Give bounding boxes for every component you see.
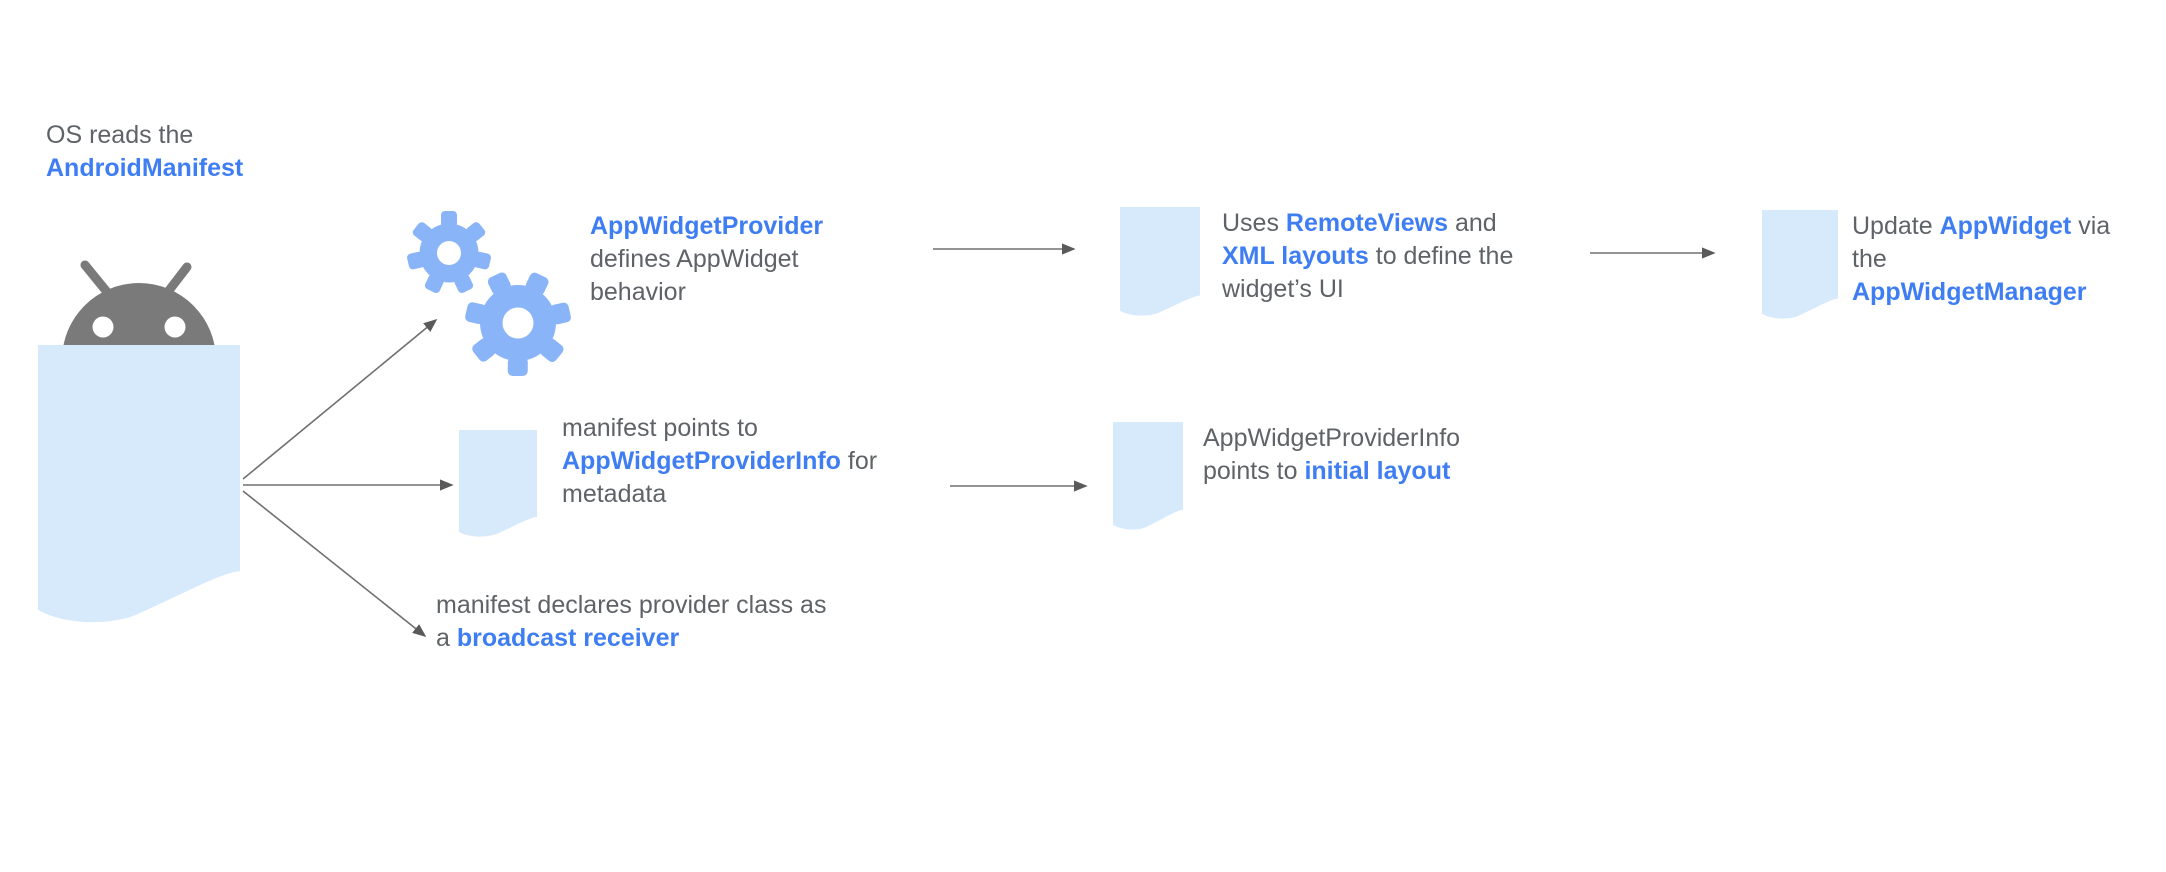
text-line: AppWidgetProviderInfo bbox=[1203, 422, 1460, 455]
text-segment: defines AppWidget bbox=[590, 245, 799, 273]
text-segment: metadata bbox=[562, 480, 667, 508]
os-reads-label: OS reads the AndroidManifest bbox=[46, 119, 243, 185]
text-segment: and bbox=[1448, 209, 1497, 237]
text-line: Uses RemoteViews and bbox=[1222, 207, 1513, 240]
arrow-manifest-to-broadcast bbox=[242, 490, 427, 637]
provider-behavior-label: AppWidgetProvider defines AppWidget beha… bbox=[590, 210, 823, 309]
arrow-manifest-to-gears bbox=[242, 318, 438, 480]
text-segment: RemoteViews bbox=[1285, 209, 1449, 237]
gears-icon bbox=[407, 211, 571, 377]
text-line: metadata bbox=[562, 478, 877, 511]
robot-eye-left bbox=[92, 316, 114, 338]
text-segment: Uses bbox=[1222, 209, 1286, 237]
update-appwidget-label: Update AppWidget via the AppWidgetManage… bbox=[1852, 210, 2110, 309]
text-line: XML layouts to define the bbox=[1222, 240, 1513, 273]
broadcast-receiver-label: manifest declares provider class as a br… bbox=[436, 589, 826, 655]
text-segment: AppWidgetProviderInfo bbox=[562, 447, 841, 475]
text-segment: AppWidgetProvider bbox=[590, 212, 824, 240]
text-line: a broadcast receiver bbox=[436, 622, 826, 655]
remoteviews-doc-icon bbox=[1120, 207, 1200, 316]
initial-layout-label: AppWidgetProviderInfo points to initial … bbox=[1203, 422, 1460, 488]
text-segment: widget’s UI bbox=[1222, 275, 1344, 303]
robot-eye-right bbox=[164, 316, 186, 338]
text-segment: for bbox=[840, 447, 878, 475]
text-line: widget’s UI bbox=[1222, 273, 1513, 306]
remoteviews-label: Uses RemoteViews and XML layouts to defi… bbox=[1222, 207, 1513, 306]
robot-antenna-left bbox=[80, 260, 112, 297]
initiallayout-doc-icon bbox=[1113, 422, 1183, 530]
text-line: manifest declares provider class as bbox=[436, 589, 826, 622]
text-segment: behavior bbox=[590, 278, 686, 306]
text-segment: AppWidget bbox=[1939, 212, 2072, 240]
text-line: AppWidgetManager bbox=[1852, 276, 2110, 309]
gear-large bbox=[465, 272, 571, 377]
providerinfo-doc-icon bbox=[459, 430, 537, 537]
text-segment: to define the bbox=[1368, 242, 1514, 270]
text-line: AppWidgetProviderInfo for bbox=[562, 445, 877, 478]
text-segment: Update bbox=[1852, 212, 1940, 240]
text-segment: broadcast receiver bbox=[456, 624, 680, 652]
text-line: manifest points to bbox=[562, 412, 877, 445]
gear-small bbox=[407, 211, 491, 293]
text-segment: the bbox=[1852, 245, 1887, 273]
text-segment: OS reads the bbox=[46, 121, 194, 149]
text-segment: AndroidManifest bbox=[46, 154, 244, 182]
text-line: points to initial layout bbox=[1203, 455, 1460, 488]
text-segment: via bbox=[2071, 212, 2111, 240]
text-segment: manifest points to bbox=[562, 414, 758, 442]
text-line: the bbox=[1852, 243, 2110, 276]
robot-antenna-right bbox=[162, 262, 192, 298]
text-segment: AppWidgetProviderInfo bbox=[1203, 424, 1461, 452]
text-segment: XML layouts bbox=[1222, 242, 1369, 270]
text-line: defines AppWidget bbox=[590, 243, 823, 276]
text-segment: points to bbox=[1203, 457, 1305, 485]
text-segment: initial layout bbox=[1304, 457, 1451, 485]
text-line: AppWidgetProvider bbox=[590, 210, 823, 243]
text-line: AndroidManifest bbox=[46, 152, 243, 185]
manifest-document-icon bbox=[38, 345, 240, 623]
text-line: Update AppWidget via bbox=[1852, 210, 2110, 243]
text-segment: a bbox=[436, 624, 457, 652]
text-line: behavior bbox=[590, 276, 823, 309]
text-segment: AppWidgetManager bbox=[1852, 278, 2087, 306]
providerinfo-metadata-label: manifest points to AppWidgetProviderInfo… bbox=[562, 412, 877, 511]
text-segment: manifest declares provider class as bbox=[436, 591, 827, 619]
text-line: OS reads the bbox=[46, 119, 243, 152]
update-doc-icon bbox=[1762, 210, 1838, 319]
